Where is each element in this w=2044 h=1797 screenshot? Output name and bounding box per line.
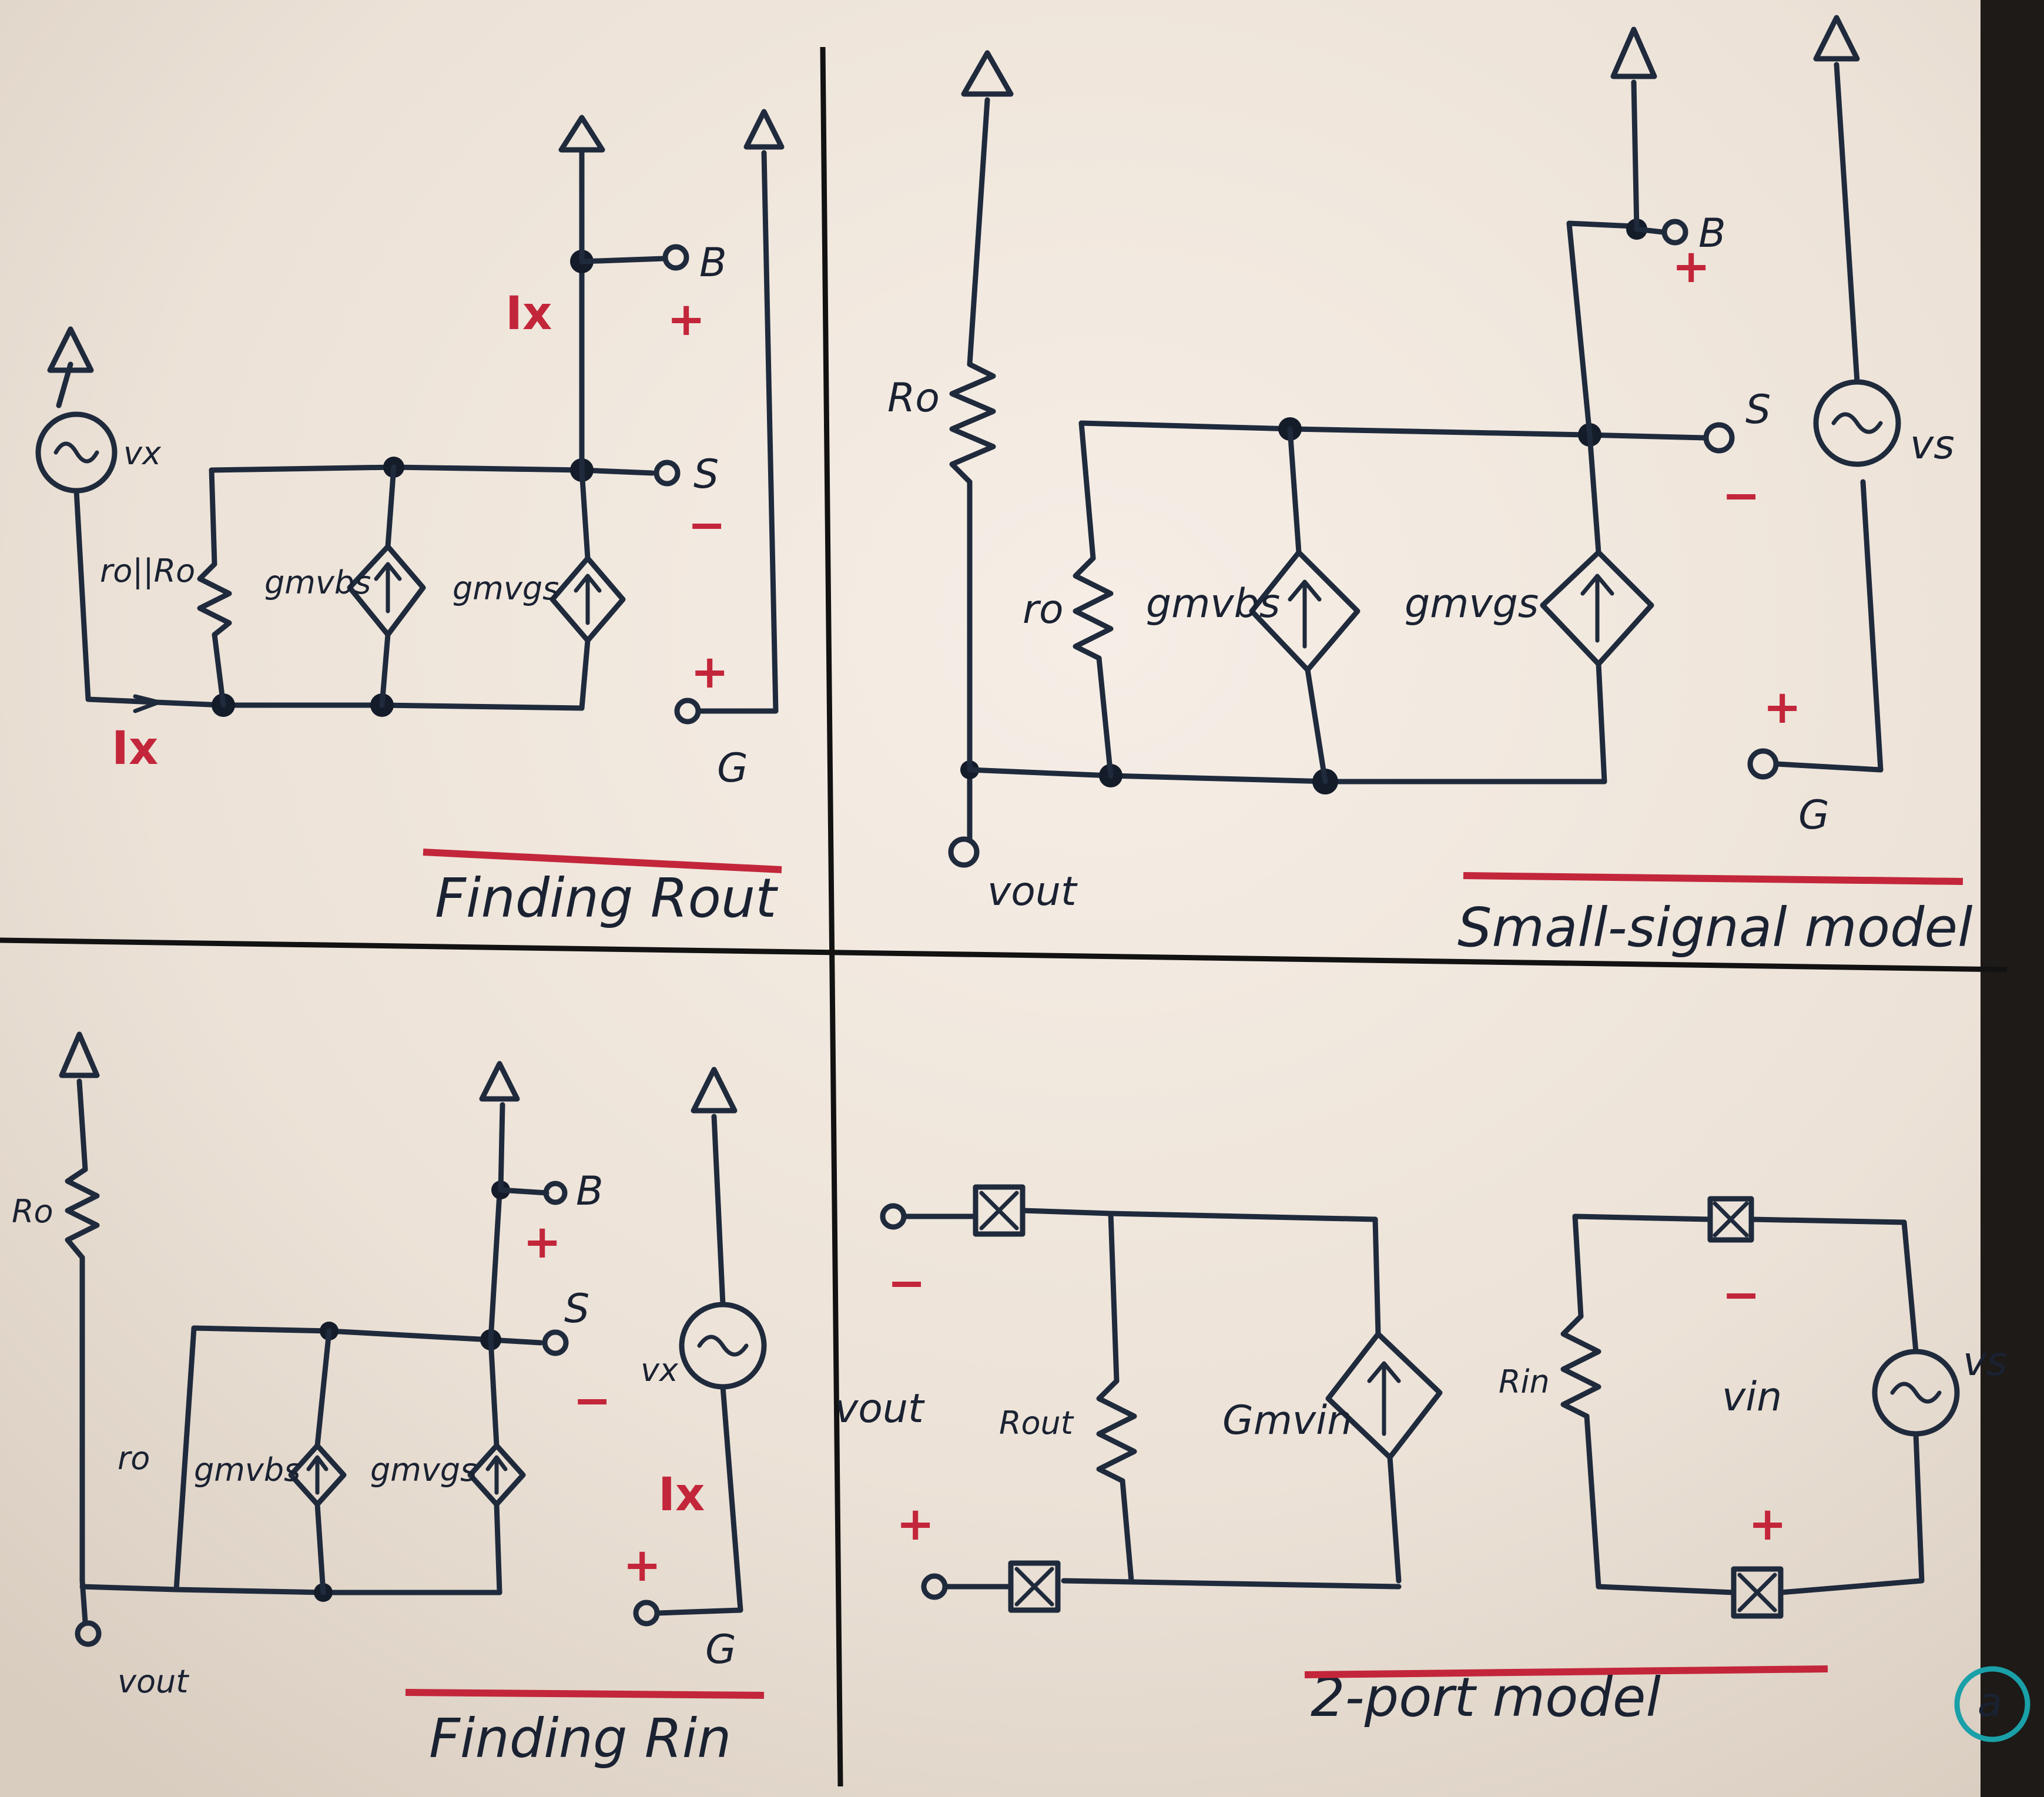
vout-port-label: vout <box>835 1386 925 1432</box>
source-minus: − <box>1722 470 1760 522</box>
finding-rin-title: Finding Rin <box>429 1707 732 1770</box>
vx-label: vx <box>123 435 162 472</box>
rout-ix-label: Ix <box>505 287 552 340</box>
out-plus: + <box>896 1498 934 1551</box>
source-node-S: S <box>1745 387 1771 433</box>
rin-gate-node-G: G <box>705 1627 736 1673</box>
in-minus: − <box>1722 1269 1760 1322</box>
rin-body-plus: + <box>523 1216 561 1269</box>
rout-gm-vbs-label: gmvbs <box>264 564 371 601</box>
vertical-divider <box>820 46 843 1787</box>
finding-rout-panel: Finding Rout vx Ix ro||Ro gmvbs <box>35 109 785 930</box>
problem-circle-label: a <box>1978 1679 2002 1726</box>
rout-source-minus: − <box>688 499 726 552</box>
rin-vout-label: vout <box>118 1663 189 1700</box>
in-plus: + <box>1748 1498 1787 1551</box>
small-signal-title-underline <box>1463 872 1963 885</box>
rin-source-minus: − <box>573 1374 611 1427</box>
ro-label: ro <box>1023 586 1064 633</box>
out-minus: − <box>887 1257 926 1310</box>
finding-rout-title-underline <box>423 849 782 873</box>
rout-source-node-S: S <box>693 451 719 498</box>
Rout-label: Rout <box>999 1404 1074 1441</box>
finding-rin-title-underline <box>405 1689 765 1699</box>
rout-body-plus: + <box>667 293 705 346</box>
small-signal-panel: Small-signal model Ro vout ro gmvbs <box>887 15 1973 959</box>
ix-in-label: Ix <box>112 722 158 775</box>
rin-vx-label: vx <box>641 1352 679 1389</box>
gm-vgs-label: gmvgs <box>1405 581 1539 627</box>
rout-gate-plus: + <box>691 646 729 699</box>
rin-ix-label: Ix <box>658 1469 705 1521</box>
ro-par-Ro-label: ro||Ro <box>100 552 195 589</box>
rin-source-node-S: S <box>564 1286 589 1332</box>
rin-Ro-label: Ro <box>12 1193 53 1230</box>
rin-gm-vgs-label: gmvgs <box>370 1451 477 1488</box>
horizontal-divider <box>0 937 2008 973</box>
two-port-panel: a 2-port model Rout Gmvin vout + − <box>835 1184 2030 1742</box>
gate-node-G: G <box>1798 792 1829 839</box>
body-plus: + <box>1672 240 1710 293</box>
body-node-B: B <box>1698 210 1726 257</box>
gm-vbs-label: gmvbs <box>1146 581 1280 627</box>
rin-gate-plus: + <box>623 1539 661 1592</box>
board-frame <box>1981 0 2044 1797</box>
vin-label: vin <box>1722 1374 1782 1420</box>
Rin-label: Rin <box>1499 1363 1550 1400</box>
vs-label: vs <box>1910 422 1955 468</box>
finding-rout-title: Finding Rout <box>435 867 778 930</box>
Ro-label: Ro <box>887 375 940 421</box>
two-port-vs-label: vs <box>1963 1339 2008 1385</box>
rout-gate-node-G: G <box>717 745 748 792</box>
problem-circle <box>1954 1666 2030 1742</box>
rin-body-node-B: B <box>576 1168 604 1215</box>
finding-rin-panel: Finding Rin vout Ro ro gmvbs gmvgs <box>12 1031 767 1770</box>
board-surface <box>0 0 1998 1797</box>
rout-gm-vgs-label: gmvgs <box>453 570 559 607</box>
vout-label: vout <box>987 869 1078 915</box>
rin-ro-label: ro <box>118 1440 150 1477</box>
small-signal-title: Small-signal model <box>1457 896 1973 959</box>
Gm-vin-label: Gmvin <box>1222 1397 1352 1444</box>
rin-gm-vbs-label: gmvbs <box>194 1451 300 1488</box>
gate-plus: + <box>1763 681 1801 734</box>
rout-body-node-B: B <box>699 240 727 286</box>
two-port-title-underline <box>1304 1665 1828 1678</box>
